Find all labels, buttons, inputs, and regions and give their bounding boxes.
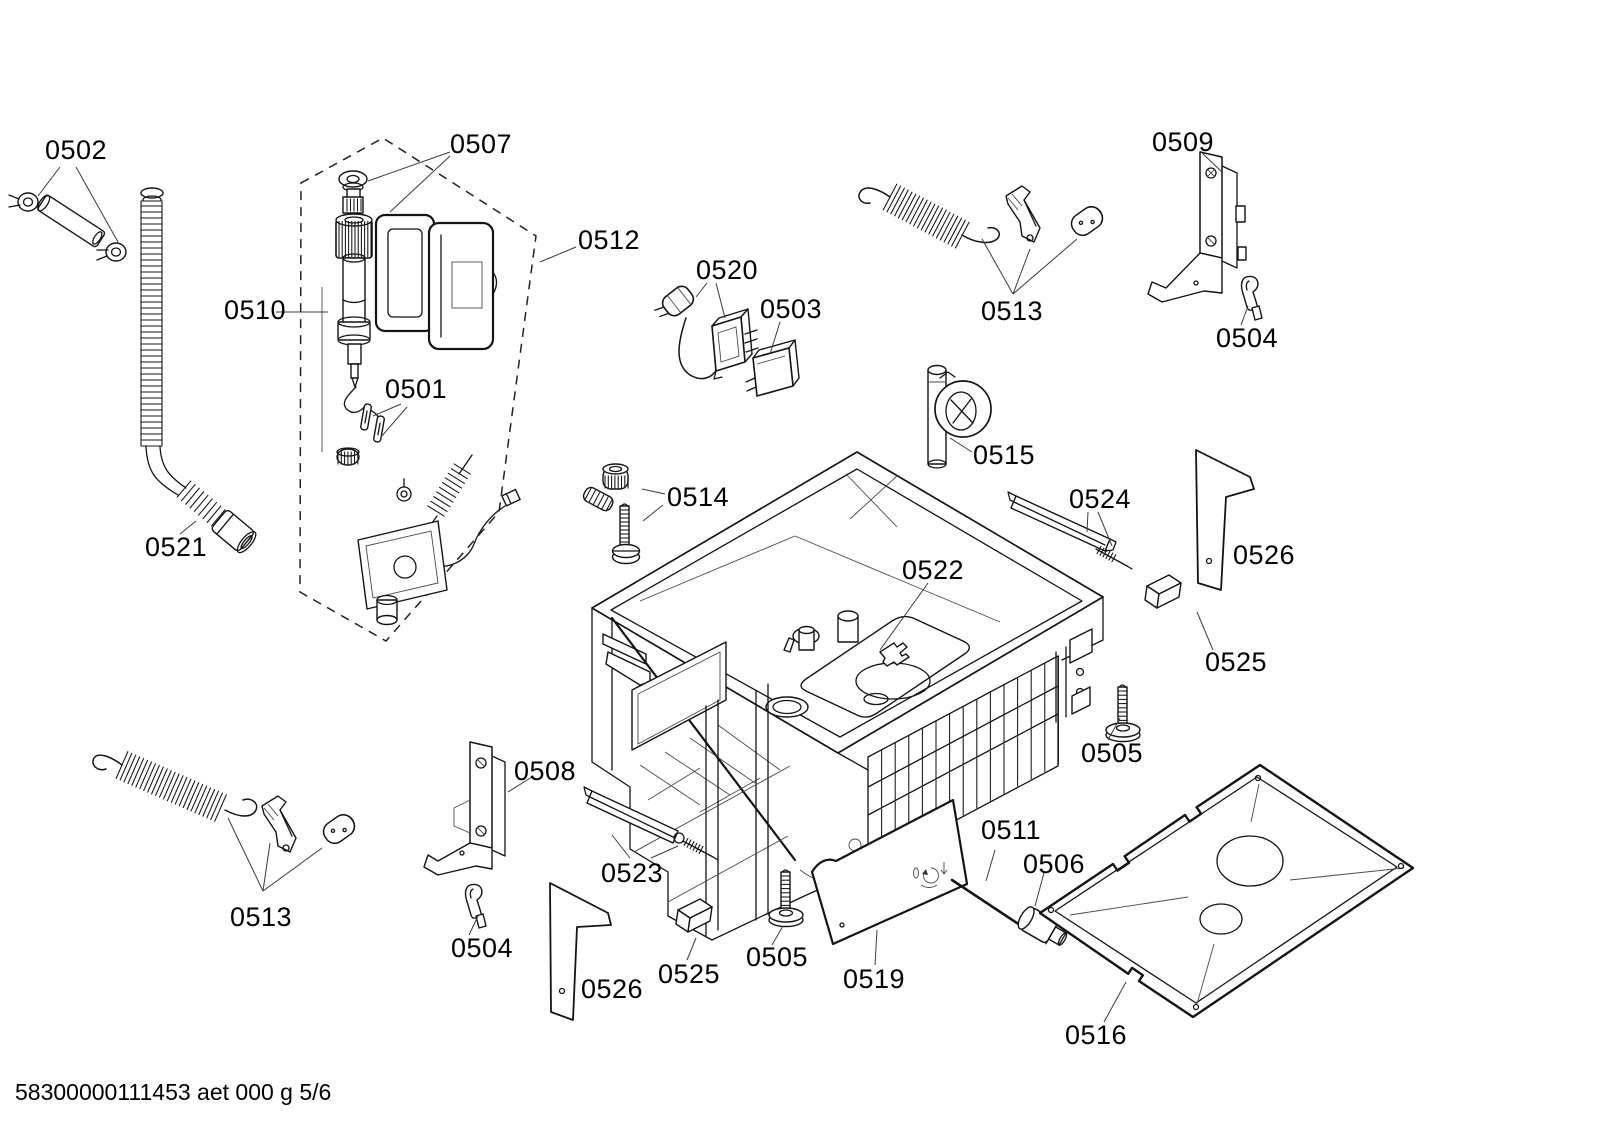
valve-housing-shells <box>374 213 498 351</box>
cord-inlet-socket <box>711 308 759 380</box>
spring-lever-set-bottom <box>92 751 356 853</box>
part-label-0506: 0506 <box>1023 849 1086 879</box>
leveling-screw-0505-bottom <box>768 869 804 928</box>
dashed-assembly-outline-0512 <box>299 137 537 642</box>
part-label-0511: 0511 <box>981 815 1042 845</box>
valve-flange <box>337 321 371 341</box>
housing-left-shell <box>374 213 436 333</box>
front-opening <box>631 641 727 751</box>
part-label-0516: 0516 <box>1065 1020 1128 1050</box>
cord-wire <box>678 317 718 380</box>
part-label-0505-bottom: 0505 <box>746 942 809 972</box>
toe-panel-0519 <box>810 798 969 946</box>
hook-clip-0504-top <box>1240 275 1263 321</box>
aquastop-valve-0510 <box>335 170 385 443</box>
wire-terminal-0501 <box>360 403 372 431</box>
mounting-plate-group <box>336 447 521 626</box>
part-label-0501: 0501 <box>385 374 448 404</box>
hose-corrugation <box>141 205 162 441</box>
cap-nut <box>342 196 364 214</box>
slide-rail-0523 <box>583 786 719 861</box>
tube-and-clamps-0502 <box>8 192 127 262</box>
slide-rail-0524 <box>1007 491 1133 570</box>
part-label-0505-right: 0505 <box>1081 738 1144 768</box>
part-label-0510: 0510 <box>224 295 287 325</box>
leveling-screw-0505-right <box>1105 684 1141 743</box>
panel-hole-small <box>1199 903 1243 935</box>
part-label-0521: 0521 <box>145 532 208 562</box>
part-label-0520: 0520 <box>696 255 759 285</box>
spacer-block-0525-right <box>1144 574 1182 609</box>
inlet-tube <box>37 194 106 248</box>
screw <box>611 503 641 565</box>
roller-cap <box>1070 205 1104 237</box>
part-label-0526-right: 0526 <box>1233 540 1296 570</box>
part-label-0525-right: 0525 <box>1205 647 1268 677</box>
panel-hole-large <box>1216 835 1284 887</box>
bottom-panel-0516 <box>1038 763 1415 1019</box>
part-label-0504-top: 0504 <box>1216 323 1279 353</box>
part-label-0522: 0522 <box>902 555 965 585</box>
grommet <box>396 486 412 502</box>
part-label-0504-bottom: 0504 <box>451 933 514 963</box>
tension-spring <box>115 751 227 822</box>
wire-connector <box>501 488 521 507</box>
corner-panel-0526-right <box>1195 449 1255 591</box>
part-label-0523: 0523 <box>601 858 664 888</box>
part-label-0519: 0519 <box>843 964 906 994</box>
part-label-0524: 0524 <box>1069 484 1132 514</box>
base-assembly <box>591 451 1104 941</box>
mounting-bracket-0509 <box>1147 151 1247 303</box>
roller-cap <box>322 813 356 845</box>
pump-0515 <box>927 364 992 469</box>
support-rod-0511 <box>950 878 1025 929</box>
drain-hose-0521 <box>140 187 257 554</box>
sump-platform <box>800 615 971 718</box>
rail-screw <box>1095 548 1128 567</box>
part-label-0513-bottom: 0513 <box>230 902 293 932</box>
part-label-0508: 0508 <box>514 756 577 786</box>
hose-clamp-icon <box>96 242 127 262</box>
internal-hose-corrugation <box>427 463 471 517</box>
part-label-0512: 0512 <box>578 225 641 255</box>
interference-filter-0503 <box>745 339 800 397</box>
latch-lever <box>1005 185 1041 243</box>
worm <box>582 486 614 512</box>
mounting-bracket-0508 <box>423 741 506 876</box>
hose-clamp-icon <box>8 192 39 212</box>
part-label-0514: 0514 <box>667 482 730 512</box>
document-number: 58300000111453 aet 000 g 5/6 <box>15 1079 332 1105</box>
part-label-0507: 0507 <box>450 129 513 159</box>
hose-end-corrugation <box>176 480 226 527</box>
part-label-0525-bottom: 0525 <box>658 959 721 989</box>
part-label-0509: 0509 <box>1152 127 1215 157</box>
valve-wire <box>343 386 367 414</box>
part-label-0526-bottom: 0526 <box>581 974 644 1004</box>
hose-end-cuff <box>211 509 257 554</box>
valve-body <box>342 257 366 325</box>
latch-lever <box>261 795 297 853</box>
wire-terminal-0501 <box>373 415 385 443</box>
corner-panel-0526-bottom <box>549 882 612 1021</box>
power-plug <box>654 285 695 318</box>
power-cord-0520 <box>654 285 759 380</box>
part-label-0513-top: 0513 <box>981 296 1044 326</box>
housing-right-shell <box>427 221 495 351</box>
part-label-0502: 0502 <box>45 135 108 165</box>
part-label-0503: 0503 <box>760 294 823 324</box>
mounting-plate <box>357 520 448 610</box>
tension-spring <box>882 183 970 249</box>
clamp-bracket-0522 <box>879 642 910 667</box>
spring-lever-set-top <box>858 183 1104 249</box>
fastener-set-0514 <box>582 463 641 565</box>
leader-lines <box>37 150 1249 1023</box>
recycle-icon <box>913 862 948 888</box>
part-label-0515: 0515 <box>973 440 1036 470</box>
cap-0507 <box>338 170 368 188</box>
